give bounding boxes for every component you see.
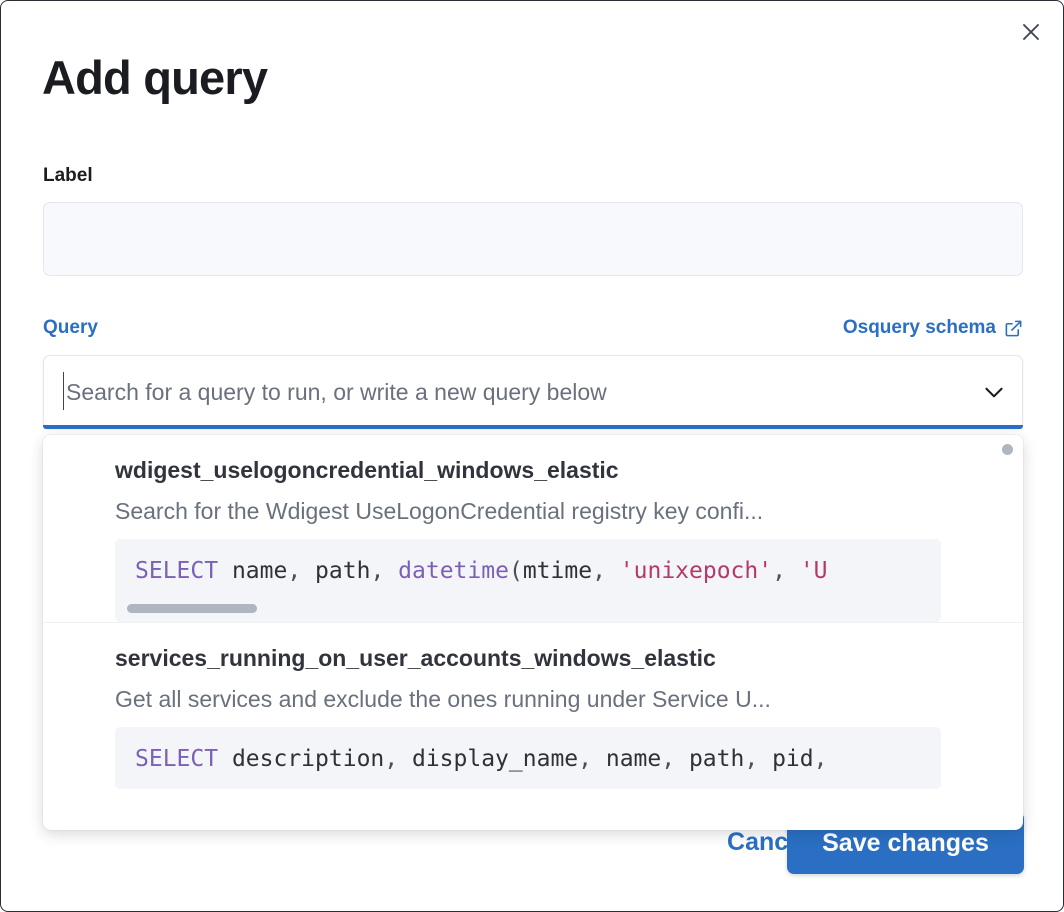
sql-token: path <box>301 558 371 584</box>
label-field-label: Label <box>43 165 93 186</box>
query-suggestions-dropdown: wdigest_uselogoncredential_windows_elast… <box>43 435 1023 830</box>
list-item[interactable]: services_running_on_user_accounts_window… <box>43 622 1023 789</box>
sql-token: , <box>772 558 786 584</box>
sql-token: datetime <box>398 558 509 584</box>
close-icon-button[interactable] <box>1009 10 1053 54</box>
sql-token: display_name <box>398 746 579 772</box>
sql-token: , <box>578 746 592 772</box>
sql-token: pid <box>758 746 814 772</box>
query-search-input-placeholder: Search for a query to run, or write a ne… <box>66 378 607 405</box>
sql-code-block: SELECT name, path, datetime(mtime, 'unix… <box>115 539 941 622</box>
query-search-combobox[interactable]: Search for a query to run, or write a ne… <box>43 355 1023 429</box>
sql-token: , <box>744 746 759 772</box>
query-field-header: Query Osquery schema <box>43 314 1023 342</box>
list-item-description: Search for the Wdigest UseLogonCredentia… <box>115 498 764 524</box>
sql-code-block: SELECT description, display_name, name, … <box>115 727 941 789</box>
list-item-title: services_running_on_user_accounts_window… <box>115 645 716 671</box>
list-item-title: wdigest_uselogoncredential_windows_elast… <box>115 457 619 483</box>
sql-token: 'unixepoch' <box>619 558 773 584</box>
sql-code-line: SELECT description, display_name, name, … <box>115 727 941 774</box>
close-icon <box>1019 20 1043 44</box>
sql-token: , <box>370 558 385 584</box>
sql-token: , <box>592 558 606 584</box>
osquery-schema-link-label: Osquery schema <box>842 317 996 338</box>
sql-token: , <box>661 746 676 772</box>
text-cursor <box>63 372 64 410</box>
sql-token: 'U <box>799 558 828 584</box>
sql-token: , <box>287 558 302 584</box>
page-title: Add query <box>42 51 268 104</box>
query-field-label: Query <box>43 317 98 338</box>
sql-token: , <box>384 746 399 772</box>
list-item-description: Get all services and exclude the ones ru… <box>115 686 771 712</box>
sql-token <box>786 558 800 584</box>
code-horizontal-scrollbar[interactable] <box>127 604 257 613</box>
external-link-icon <box>1004 319 1023 338</box>
sql-token <box>384 558 398 584</box>
dropdown-scrollbar-thumb[interactable] <box>1002 444 1013 455</box>
sql-token <box>606 558 620 584</box>
sql-token: path <box>675 746 745 772</box>
sql-token: , <box>813 746 828 772</box>
sql-token: SELECT <box>135 558 219 584</box>
sql-token: description <box>218 746 385 772</box>
list-item[interactable]: wdigest_uselogoncredential_windows_elast… <box>43 435 1023 622</box>
combobox-focus-underline <box>43 425 1023 429</box>
sql-token: SELECT <box>135 746 219 772</box>
sql-token: name <box>592 746 662 772</box>
sql-token: name <box>218 558 288 584</box>
chevron-down-icon[interactable] <box>966 356 1022 428</box>
sql-token: ( <box>508 558 523 584</box>
sql-code-line: SELECT name, path, datetime(mtime, 'unix… <box>115 539 941 586</box>
osquery-schema-link[interactable]: Osquery schema <box>843 316 1023 340</box>
sql-token: mtime <box>522 558 593 584</box>
label-input[interactable] <box>43 202 1023 276</box>
